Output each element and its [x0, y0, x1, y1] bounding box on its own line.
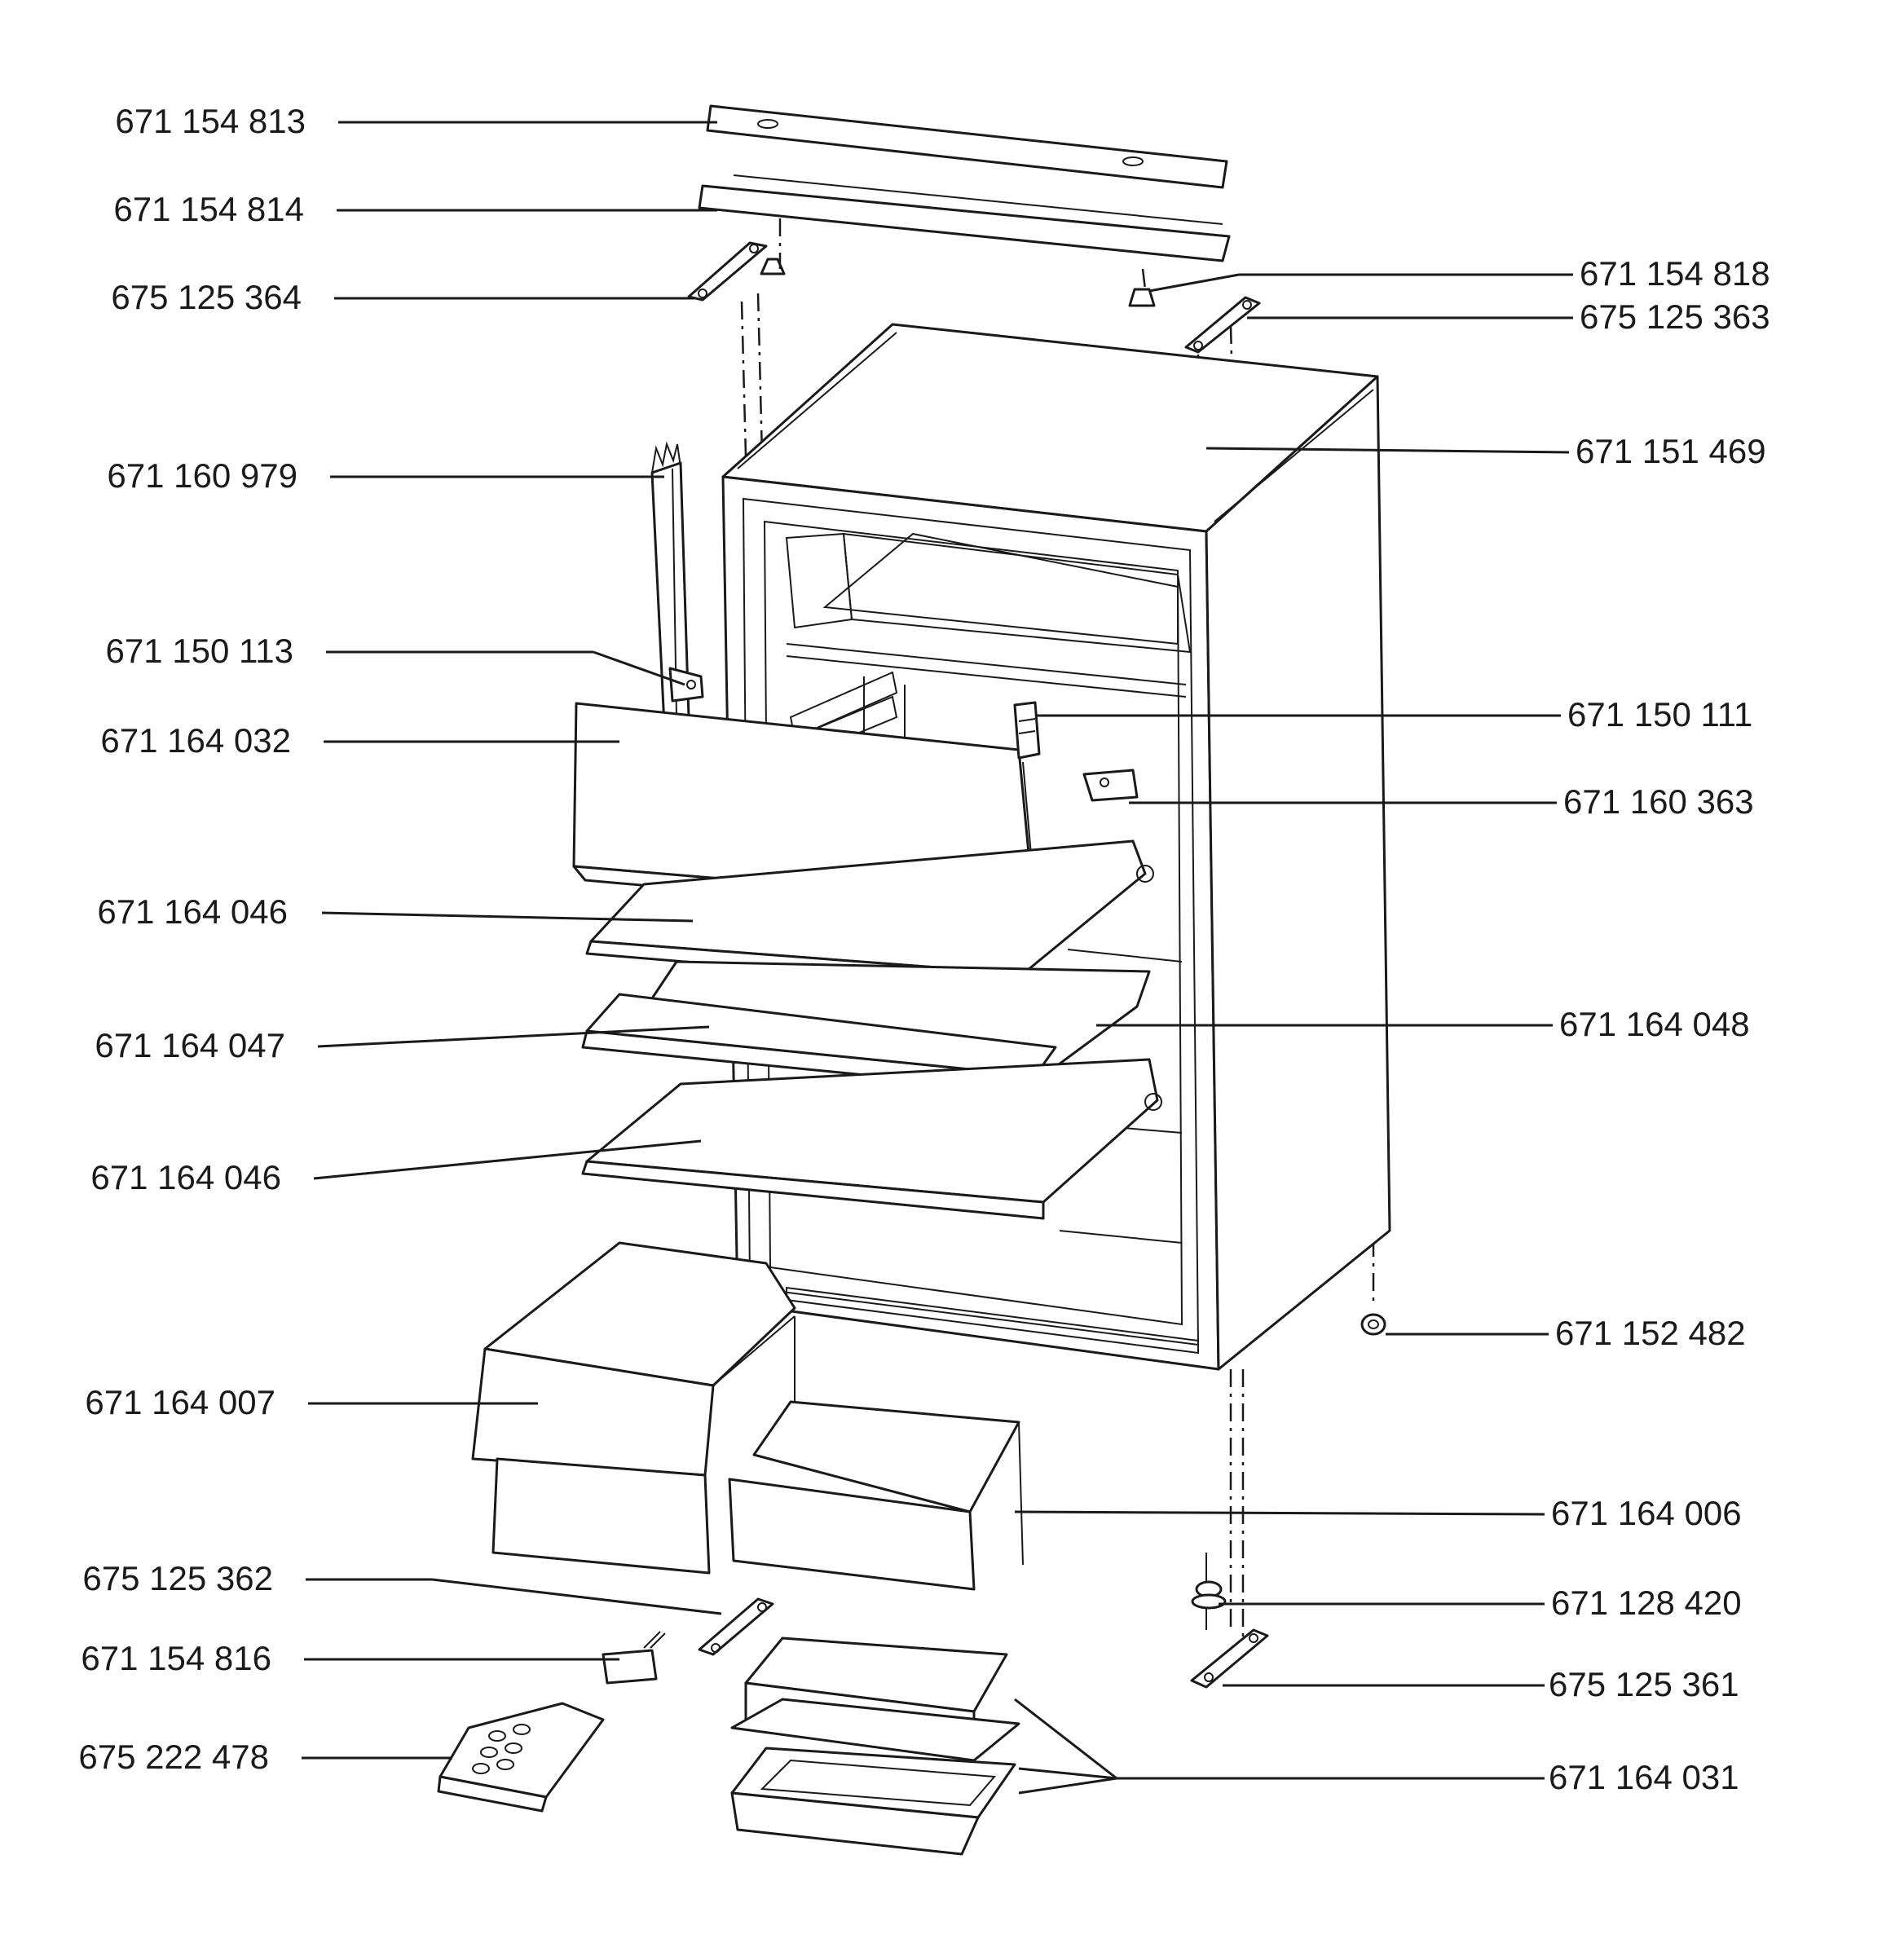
- part-label: 671 150 111: [1567, 695, 1752, 734]
- crisper-drawer-left: [471, 1241, 796, 1575]
- top-left-hinge-plate: [687, 241, 768, 302]
- part-label: 671 128 420: [1551, 1584, 1742, 1622]
- top-left-foot-stud: [760, 258, 786, 275]
- part-label: 675 125 364: [111, 278, 302, 316]
- hinge-clip: [668, 667, 704, 703]
- top-mounting-rail: [698, 174, 1231, 262]
- ice-cube-tray: [437, 1702, 605, 1813]
- bottom-left-hinge-plate: [698, 1597, 774, 1656]
- part-label: 671 164 046: [90, 1158, 281, 1196]
- part-label: 675 222 478: [78, 1738, 269, 1776]
- part-label: 671 154 813: [115, 102, 306, 140]
- leader-lines-right: [1014, 273, 1573, 1795]
- bottom-right-hinge-plate: [1190, 1628, 1269, 1689]
- part-label: 671 154 818: [1580, 254, 1770, 293]
- leader-lines-left: [302, 121, 722, 1760]
- glass-shelf-lower: [581, 1058, 1162, 1220]
- part-label: 671 164 006: [1551, 1494, 1742, 1532]
- part-labels-left: 671 154 813 671 154 814 675 125 364 671 …: [78, 102, 306, 1776]
- top-right-foot-stud: [1128, 288, 1156, 307]
- freezer-compartment-tray: [730, 1747, 1016, 1856]
- part-label: 675 125 363: [1580, 297, 1770, 336]
- part-label: 671 164 007: [85, 1383, 275, 1421]
- thermostat-holder: [1082, 769, 1139, 802]
- part-label: 671 164 048: [1559, 1005, 1750, 1043]
- part-label: 671 160 363: [1563, 782, 1754, 821]
- hinge-pin: [1191, 1553, 1227, 1630]
- freezer-compartment-door: [730, 1637, 1020, 1762]
- part-label: 671 164 046: [97, 892, 288, 931]
- top-right-hinge-plate: [1184, 296, 1261, 354]
- top-trim-rail: [706, 104, 1228, 189]
- part-label: 671 164 032: [100, 721, 291, 760]
- part-label: 675 125 362: [82, 1559, 273, 1597]
- part-label: 671 154 816: [81, 1639, 271, 1677]
- part-label: 671 164 047: [95, 1026, 285, 1064]
- part-label: 671 151 469: [1576, 432, 1766, 470]
- part-label: 675 125 361: [1549, 1665, 1739, 1703]
- part-label: 671 152 482: [1555, 1314, 1746, 1352]
- leveling-foot: [1360, 1313, 1386, 1336]
- door-stop: [602, 1631, 666, 1685]
- shelf-support-clip: [1013, 701, 1041, 760]
- part-label: 671 164 031: [1549, 1758, 1739, 1796]
- glass-shelf-middle: [581, 960, 1151, 1094]
- part-label: 671 154 814: [113, 190, 304, 228]
- crisper-drawer-right: [728, 1400, 1024, 1591]
- part-labels-right: 671 154 818 675 125 363 671 151 469 671 …: [1549, 254, 1770, 1796]
- part-label: 671 160 979: [107, 456, 298, 495]
- part-label: 671 150 113: [106, 632, 293, 670]
